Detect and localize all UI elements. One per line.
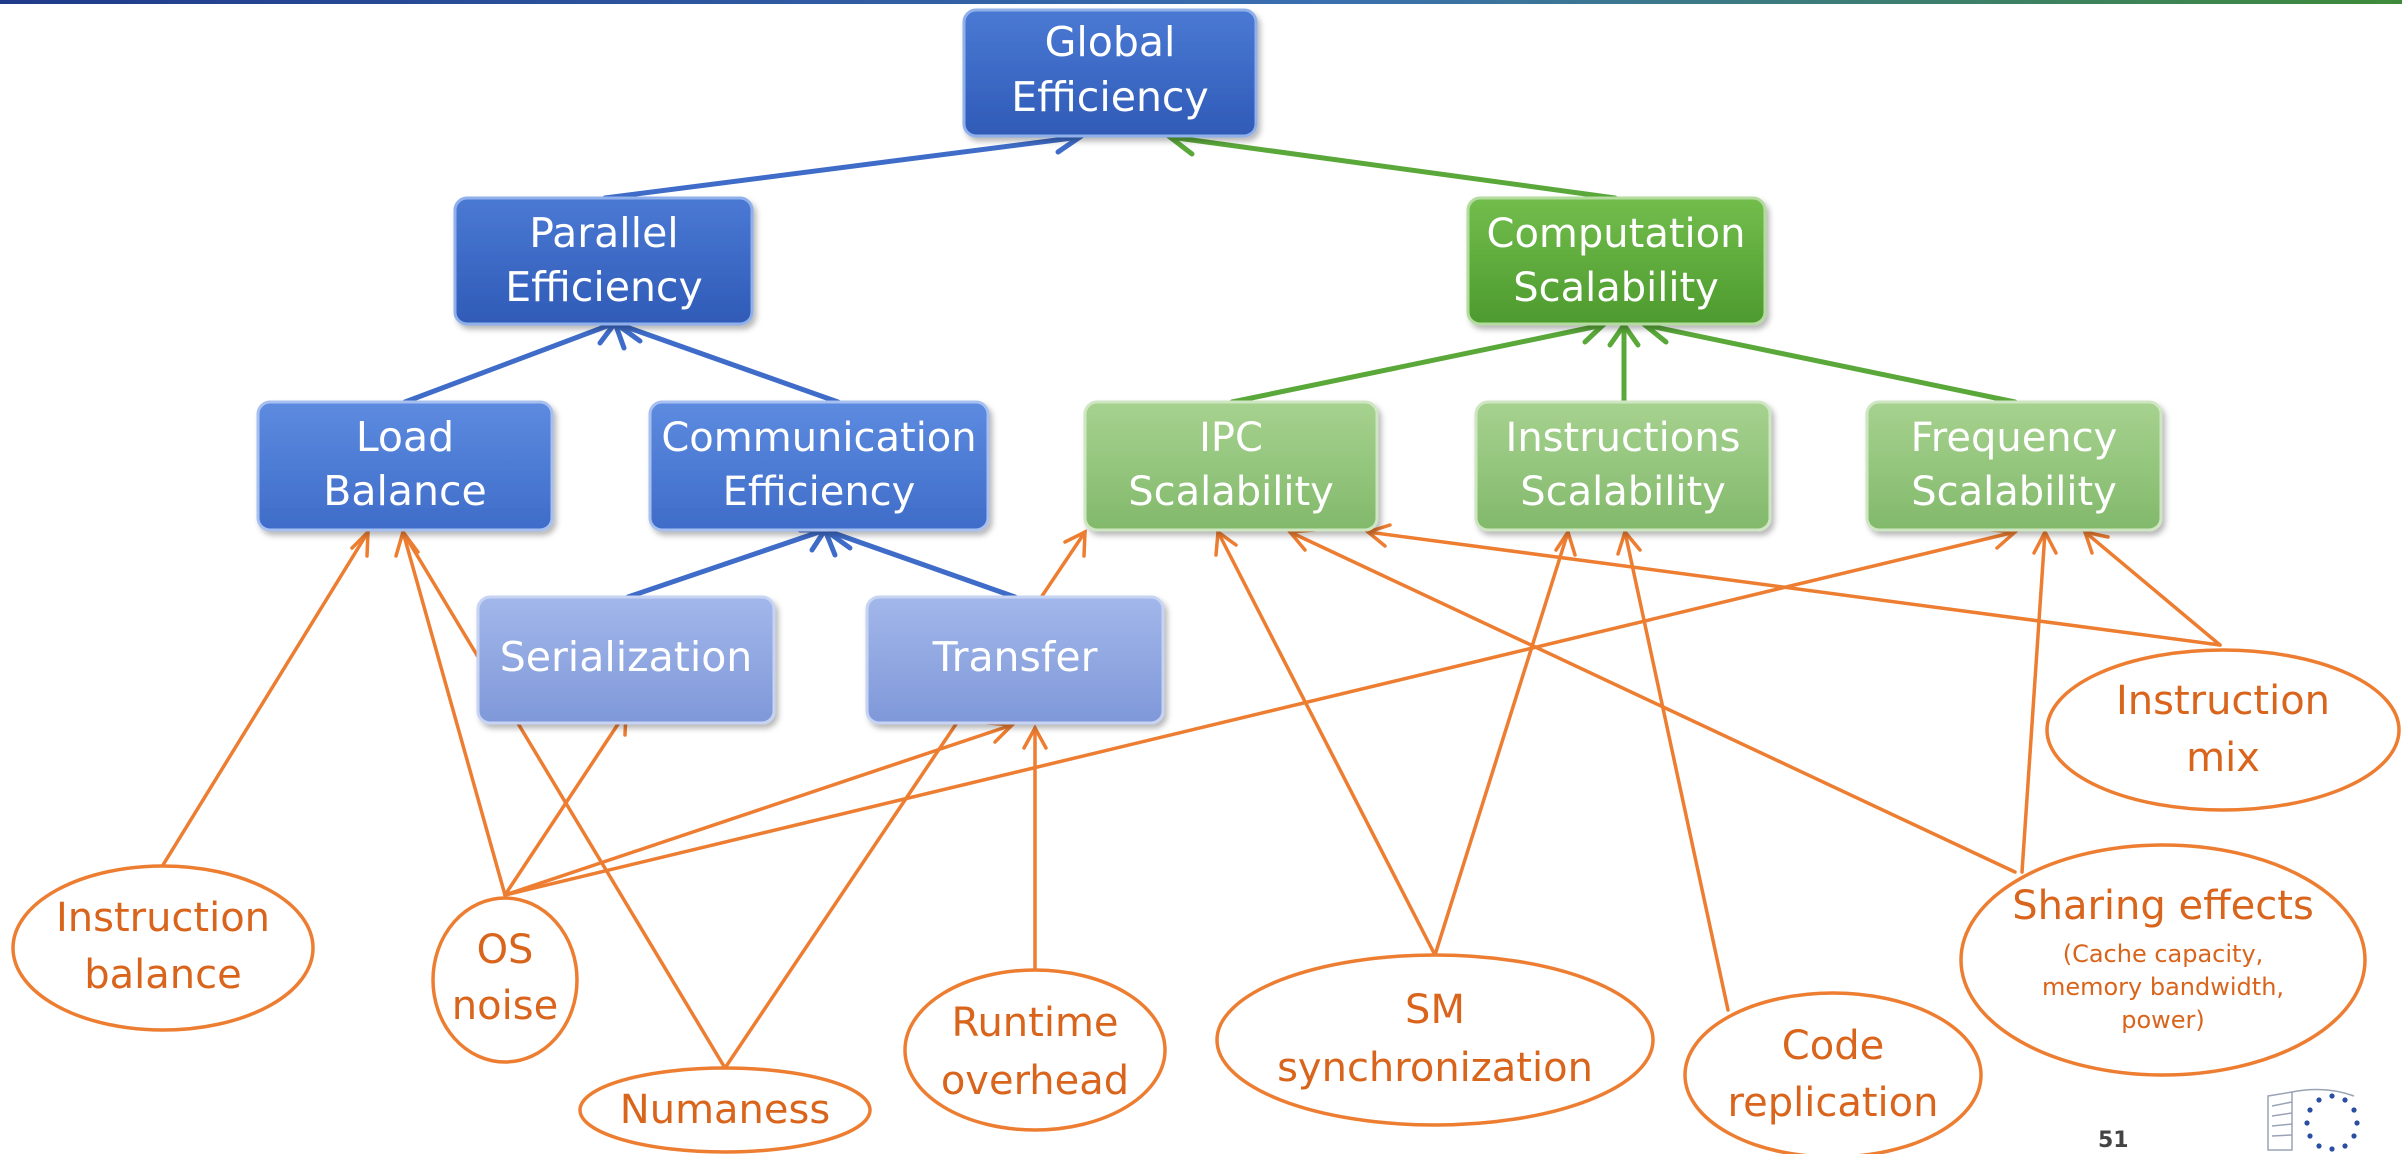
green-connectors (1164, 125, 2018, 405)
factor-label-line: noise (452, 983, 558, 1029)
connector-load-to-parallel (402, 320, 618, 405)
node-label-line: Scalability (1911, 469, 2117, 515)
factor-label-line: OS (477, 927, 534, 973)
node-serialization: Serialization (476, 595, 776, 725)
node-label-line: Frequency (1911, 415, 2118, 461)
factor-label-line: Instruction (2116, 678, 2330, 724)
connector-frequency-to-computation (1642, 322, 2018, 405)
node-label-line: Scalability (1128, 469, 1334, 515)
eu-logo-icon (2267, 1088, 2360, 1152)
factor-label-line: Numaness (620, 1087, 830, 1133)
node-label-line: Efficiency (505, 263, 703, 311)
node-label-line: Serialization (500, 633, 753, 681)
factor-label-line: synchronization (1277, 1045, 1593, 1091)
factor-runtime-overhead: Runtime overhead (903, 968, 1167, 1132)
node-global-efficiency: Global Efficiency (962, 8, 1258, 138)
node-label-line: Computation (1487, 211, 1746, 257)
factor-label-title: Sharing effects (2012, 883, 2314, 929)
factor-label-line: Instruction (56, 895, 270, 941)
connector-parallel-to-global (602, 134, 1083, 201)
node-label-line: Efficiency (723, 469, 916, 515)
factor-code-replication: Code replication (1683, 991, 1983, 1154)
node-label-line: Transfer (932, 633, 1098, 681)
factor-sm-synchronization: SM synchronization (1215, 953, 1655, 1127)
factor-label-line: balance (84, 952, 241, 998)
top-accent-bar (0, 0, 2402, 4)
node-label-line: Scalability (1520, 469, 1726, 515)
factor-numaness: Numaness (578, 1066, 872, 1154)
blue-connectors (402, 127, 1087, 600)
node-label-line: Instructions (1506, 415, 1741, 461)
node-load-balance: Load Balance (256, 400, 554, 532)
node-label-line: Communication (661, 415, 976, 461)
node-label-line: Balance (323, 467, 487, 515)
factor-os-noise: OS noise (431, 896, 579, 1064)
factor-label-line: SM (1405, 987, 1465, 1033)
node-instructions-scalability: Instructions Scalability (1474, 400, 1772, 532)
node-computation-scalability: Computation Scalability (1466, 196, 1767, 326)
factor-label-line: mix (2186, 735, 2260, 781)
factor-note-line: (Cache capacity, (2063, 940, 2264, 968)
connector-ipc-to-computation (1229, 322, 1606, 405)
factor-sharing-effects: Sharing effects (Cache capacity, memory … (1959, 843, 2367, 1077)
connector-comm-to-parallel (612, 320, 841, 405)
factor-note-line: memory bandwidth, (2042, 973, 2284, 1001)
node-label-line: Parallel (529, 209, 678, 257)
factor-label-line: Code (1782, 1023, 1884, 1069)
connector-computation-to-global (1167, 134, 1618, 201)
node-ipc-scalability: IPC Scalability (1083, 400, 1379, 532)
factor-label-line: Runtime (951, 1000, 1118, 1046)
connector-serialization-to-comm (625, 527, 828, 600)
page-number: 51 (2098, 1128, 2129, 1153)
connector-transfer-to-comm (822, 527, 1018, 600)
node-label-line: Load (356, 413, 454, 461)
node-transfer: Transfer (865, 595, 1165, 725)
factor-ovals: Instruction balance OS noise Numaness Ru… (11, 648, 2401, 1154)
node-communication-efficiency: Communication Efficiency (648, 400, 990, 532)
factor-note-line: power) (2121, 1006, 2205, 1034)
factor-label-line: replication (1728, 1080, 1939, 1126)
node-parallel-efficiency: Parallel Efficiency (453, 196, 754, 326)
node-label-line: Global (1045, 18, 1176, 66)
node-label-line: Efficiency (1011, 73, 1209, 121)
node-label-line: Scalability (1513, 265, 1719, 311)
factor-instruction-balance: Instruction balance (11, 864, 315, 1032)
factor-label-line: overhead (941, 1058, 1129, 1104)
factor-instruction-mix: Instruction mix (2045, 648, 2401, 812)
node-frequency-scalability: Frequency Scalability (1865, 400, 2163, 532)
node-label-line: IPC (1199, 415, 1263, 461)
